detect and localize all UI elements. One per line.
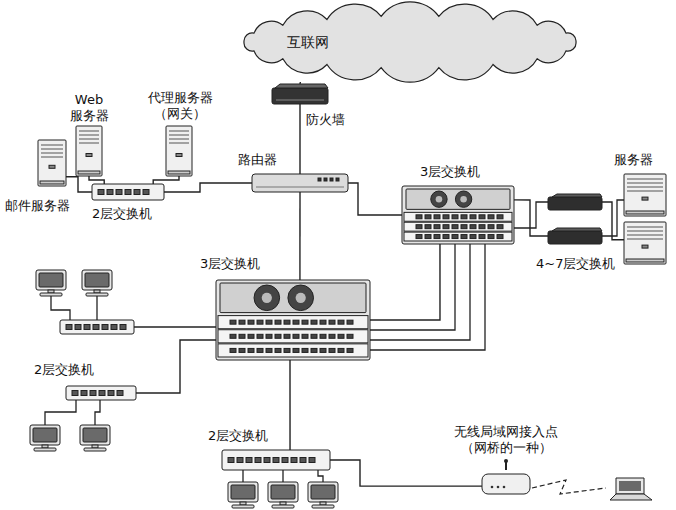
device-label: Web 服务器 xyxy=(66,92,112,124)
device-tower: Web 服务器 xyxy=(76,126,102,176)
device-label: 3层交换机 xyxy=(200,256,260,272)
extra-cables xyxy=(45,200,624,482)
device-switch2: 2层交换机 xyxy=(222,450,330,470)
device-firewall: 防火墙 xyxy=(272,84,328,104)
network-cable xyxy=(289,360,291,450)
device-label: 2层交换机 xyxy=(34,362,94,378)
device-router: 路由器 xyxy=(252,174,348,192)
device-icon xyxy=(232,2,588,82)
pc-icon xyxy=(228,482,258,508)
pc-icon xyxy=(308,482,338,508)
network-cable xyxy=(153,176,179,184)
network-cable xyxy=(164,183,252,192)
pc-icon xyxy=(36,270,66,296)
device-cloud: 互联网 xyxy=(232,2,588,82)
device-switch3: 3层交换机 xyxy=(216,280,370,360)
device-icon xyxy=(624,174,666,264)
device-icon xyxy=(222,450,330,470)
pc-icon xyxy=(268,482,298,508)
wireless-link xyxy=(532,480,606,494)
device-icon xyxy=(402,186,514,244)
device-label: 防火墙 xyxy=(306,112,345,128)
device-label: 2层交换机 xyxy=(208,428,268,444)
network-cable xyxy=(602,202,624,240)
network-cable xyxy=(89,176,104,184)
device-label: 代理服务器 （网关） xyxy=(144,90,216,122)
device-label: 路由器 xyxy=(238,152,277,168)
device-label: 服务器 xyxy=(614,152,653,168)
device-icon xyxy=(166,126,192,176)
device-label: 邮件服务器 xyxy=(5,198,70,214)
network-cable xyxy=(514,200,548,236)
device-label: 互联网 xyxy=(287,34,329,50)
laptop-icon xyxy=(610,478,652,500)
device-icon xyxy=(76,126,102,176)
device-box47: 4~7层交换机 xyxy=(548,194,602,244)
device-switch2: 2层交换机 xyxy=(66,386,136,400)
device-ap: 无线局域网接入点 （网桥的一种） xyxy=(482,470,530,494)
device-servers: 服务器 xyxy=(624,174,666,264)
device-icon xyxy=(482,470,530,494)
network-cable xyxy=(348,183,402,215)
device-label: 2层交换机 xyxy=(92,206,152,222)
pc-icon xyxy=(80,425,110,451)
device-label: 4~7层交换机 xyxy=(536,256,615,272)
network-cable xyxy=(136,340,370,393)
device-label: 3层交换机 xyxy=(420,164,480,180)
device-label: 无线局域网接入点 （网桥的一种） xyxy=(441,424,571,456)
pc-icon xyxy=(30,425,60,451)
network-cable xyxy=(330,460,482,486)
device-icon xyxy=(92,184,164,200)
device-tower: 代理服务器 （网关） xyxy=(166,126,192,176)
device-icon xyxy=(548,194,602,244)
device-icon xyxy=(38,140,66,186)
device-icon xyxy=(272,84,328,104)
switch-icon xyxy=(60,320,134,334)
device-icon xyxy=(216,280,370,360)
device-switch2: 2层交换机 xyxy=(92,184,164,200)
device-switch3: 3层交换机 xyxy=(402,186,514,244)
device-icon xyxy=(252,174,348,192)
network-cable xyxy=(66,177,92,192)
network-cable xyxy=(370,244,440,320)
pc-icon xyxy=(82,270,112,296)
network-cable xyxy=(299,192,300,280)
network-cable xyxy=(299,104,300,174)
device-icon xyxy=(66,386,136,400)
device-tower: 邮件服务器 xyxy=(38,140,66,186)
